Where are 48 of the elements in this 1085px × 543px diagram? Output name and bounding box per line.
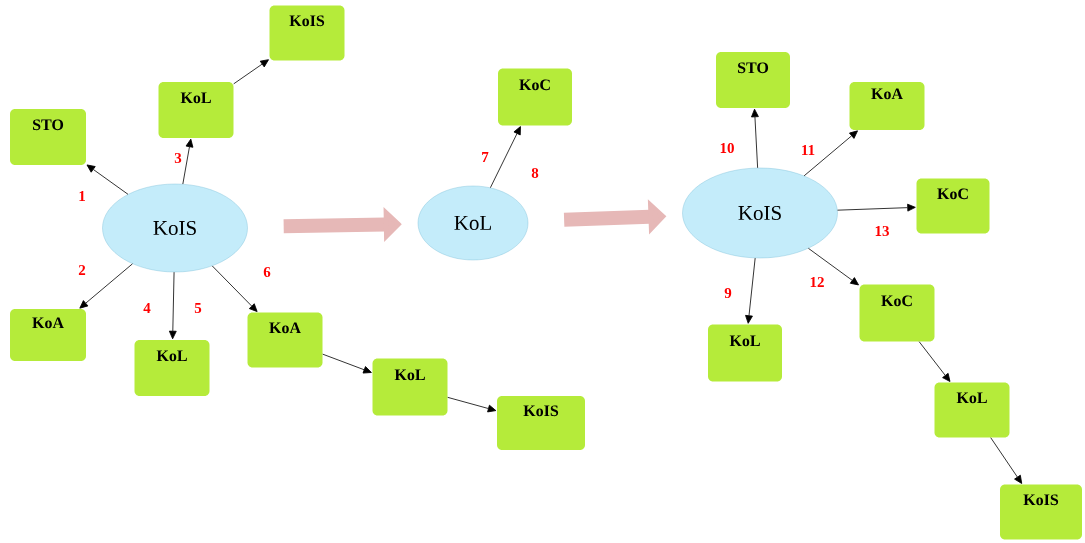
arrow <box>808 247 859 286</box>
process-box: KoIS <box>269 5 345 61</box>
arrow <box>86 164 129 195</box>
process-box: KoC <box>498 68 572 126</box>
process-box: KoL <box>934 382 1010 438</box>
callout-number: 2 <box>78 265 86 275</box>
callout-number: 12 <box>810 277 824 287</box>
callout-number: 4 <box>143 303 151 313</box>
process-box: KoL <box>158 82 234 138</box>
callout-number: 3 <box>174 152 182 164</box>
arrow <box>745 257 756 324</box>
process-box: KoIS <box>1000 484 1082 540</box>
arrow <box>490 126 521 189</box>
process-box: KoC <box>859 284 935 342</box>
process-box: KoIS <box>497 396 585 450</box>
process-box: STO <box>10 109 86 165</box>
process-box: KoC <box>916 178 990 234</box>
callout-number: 7 <box>482 152 489 162</box>
arrow <box>168 271 177 340</box>
arrow <box>79 263 133 309</box>
callout-number: 11 <box>802 145 815 155</box>
process-box: KoA <box>10 309 86 361</box>
process-box: KoL <box>134 340 210 396</box>
callout-number: 8 <box>531 167 539 179</box>
process-box: KoA <box>247 312 323 368</box>
process-box: STO <box>716 52 790 108</box>
callout-number: 5 <box>194 303 202 313</box>
arrow <box>837 203 916 212</box>
process-box: KoL <box>372 358 448 416</box>
callout-number: 13 <box>875 225 889 237</box>
callout-number: 9 <box>724 287 732 299</box>
ellipse-node: KoIS <box>102 183 248 273</box>
arrow <box>990 437 1023 484</box>
process-box: KoL <box>708 324 782 382</box>
arrow <box>803 130 858 177</box>
arrow <box>918 341 951 382</box>
callout-number: 10 <box>720 142 734 154</box>
ellipse-node: KoIS <box>682 167 838 259</box>
arrow <box>211 265 258 312</box>
callout-number: 1 <box>79 191 85 201</box>
arrow <box>182 138 194 185</box>
arrow <box>322 353 372 374</box>
arrow <box>447 396 497 413</box>
arrow <box>751 108 759 169</box>
ellipse-node: KoL <box>417 185 529 261</box>
callout-number: 6 <box>263 266 271 278</box>
arrow <box>233 59 269 85</box>
process-box: KoA <box>849 82 925 130</box>
